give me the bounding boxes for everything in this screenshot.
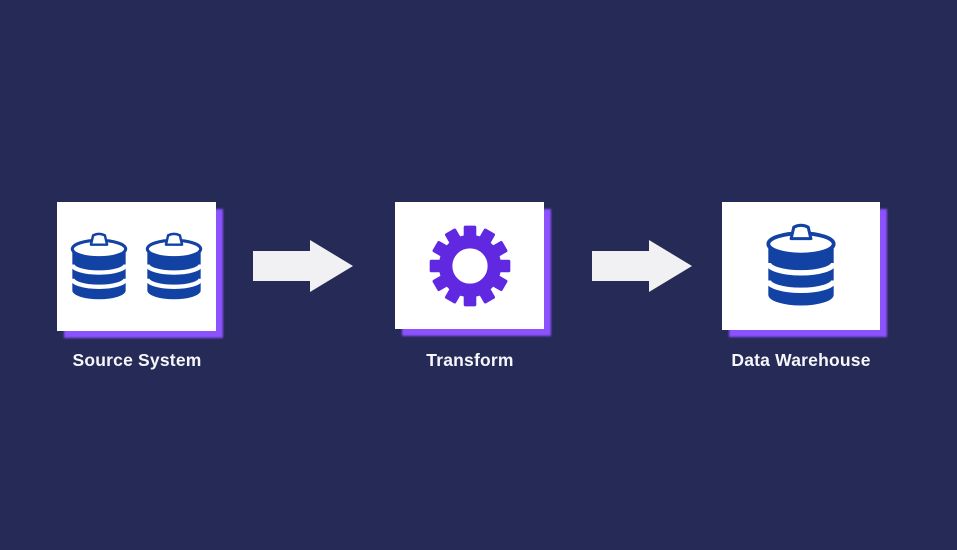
transform-label: Transform (426, 350, 514, 370)
database-icon (68, 230, 130, 304)
data-warehouse-label: Data Warehouse (731, 350, 871, 370)
database-icon (763, 221, 839, 311)
node-transform (395, 202, 544, 329)
gear-icon (428, 224, 512, 308)
database-icon (143, 230, 205, 304)
right-arrow-icon (592, 240, 692, 292)
node-source-system (57, 202, 216, 331)
node-data-warehouse (722, 202, 880, 330)
right-arrow-icon (253, 240, 353, 292)
source-system-label: Source System (72, 350, 202, 370)
